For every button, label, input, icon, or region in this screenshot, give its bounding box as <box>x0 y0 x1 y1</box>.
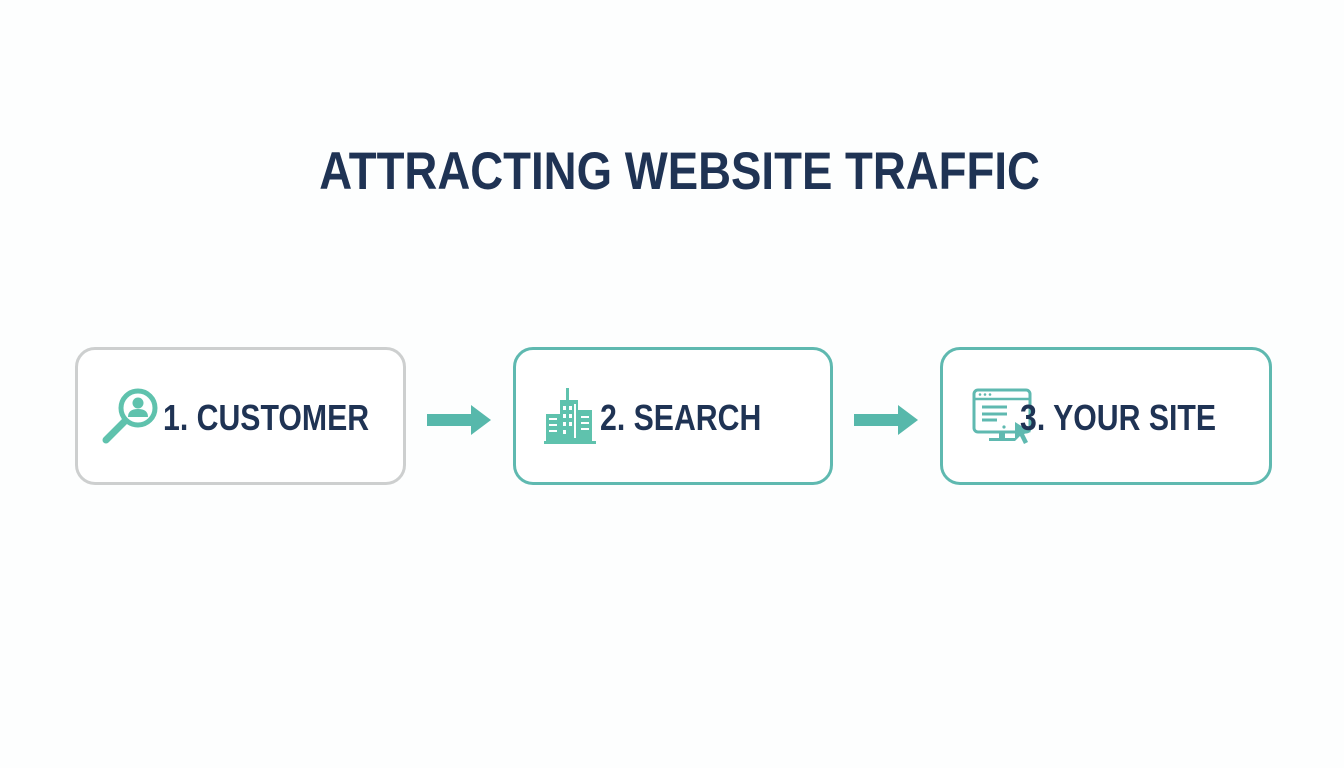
step-customer: 1. CUSTOMER <box>75 347 406 485</box>
magnifier-user-icon <box>102 388 158 444</box>
buildings-icon <box>544 388 596 444</box>
step-label: 3. YOUR SITE <box>1020 397 1217 438</box>
step-label: 2. SEARCH <box>600 397 762 438</box>
step-label: 1. CUSTOMER <box>163 397 370 438</box>
arrow-right-icon <box>427 405 491 435</box>
diagram-title: ATTRACTING WEBSITE TRAFFIC <box>319 142 1040 201</box>
step-search: 2. SEARCH <box>513 347 833 485</box>
monitor-cursor-icon <box>972 388 1032 444</box>
step-your-site: 3. YOUR SITE <box>940 347 1272 485</box>
arrow-right-icon <box>854 405 918 435</box>
